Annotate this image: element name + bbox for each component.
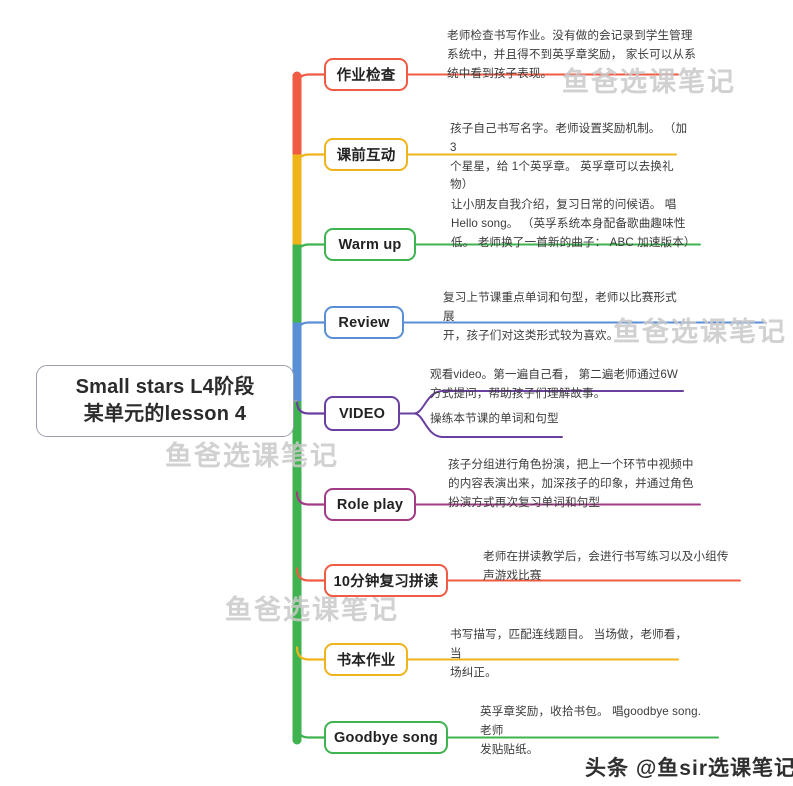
branch-node-review[interactable]: Review: [324, 306, 404, 339]
branch-node-role-play[interactable]: Role play: [324, 488, 416, 521]
branch-node-goodbye-song[interactable]: Goodbye song: [324, 721, 448, 754]
branch-label: Goodbye song: [334, 729, 438, 746]
branch-description-homework-check: 老师检查书写作业。没有做的会记录到学生管理系统中，并且得不到英孚章奖励， 家长可…: [447, 29, 696, 80]
branch-label: 课前互动: [336, 148, 396, 164]
branch-description-book-homework: 书写描写，匹配连线题目。 当场做，老师看， 当场纠正。: [450, 628, 688, 679]
branch-node-phonics-review[interactable]: 10分钟复习拼读: [324, 564, 448, 597]
branch-node-book-homework[interactable]: 书本作业: [324, 643, 408, 676]
branch-description-role-play: 孩子分组进行角色扮演，把上一个环节中视频中的内容表演出来，加深孩子的印象，并通过…: [448, 458, 694, 509]
root-title-line2: 某单元的lesson 4: [83, 403, 247, 425]
branch-label: Review: [338, 314, 390, 331]
branch-node-preclass-interaction[interactable]: 课前互动: [324, 138, 408, 171]
branch-label: Warm up: [338, 236, 402, 253]
branch-label: 10分钟复习拼读: [333, 574, 439, 590]
branch-description-phonics-review: 老师在拼读教学后，会进行书写练习以及小组传声游戏比赛: [483, 550, 729, 582]
root-title-line1: Small stars L4阶段: [75, 376, 255, 398]
branch-node-warm-up[interactable]: Warm up: [324, 228, 416, 261]
branch-label: VIDEO: [338, 405, 386, 422]
branch-node-homework-check[interactable]: 作业检查: [324, 58, 408, 91]
branch-elbows: [295, 73, 326, 739]
branch-description-review: 复习上节课重点单词和句型，老师以比赛形式展开，孩子们对这类形式较为喜欢。: [443, 291, 677, 342]
watermark: 鱼爸选课笔记: [165, 441, 339, 471]
branch-label: 作业检查: [336, 68, 396, 84]
branch-description-goodbye-song: 英孚章奖励，收拾书包。 唱goodbye song. 老师发贴贴纸。: [480, 705, 702, 756]
brand-credit: 头条 @鱼sir选课笔记: [585, 757, 793, 780]
branch-node-video[interactable]: VIDEO: [324, 396, 400, 431]
branch-label: 书本作业: [336, 653, 396, 669]
root-node[interactable]: Small stars L4阶段 某单元的lesson 4: [36, 365, 294, 437]
branch-description-video-secondary: 操练本节课的单词和句型: [430, 412, 559, 425]
branch-label: Role play: [336, 496, 404, 513]
